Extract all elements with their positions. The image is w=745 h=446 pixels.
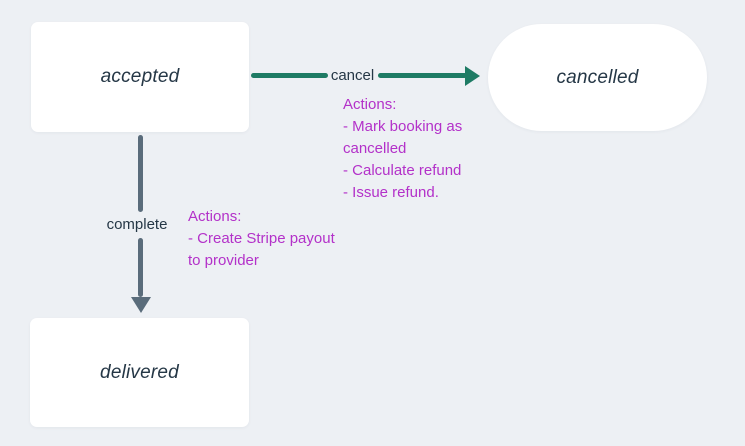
complete-action-line: - Create Stripe payout xyxy=(188,230,335,247)
state-node-delivered: delivered xyxy=(30,318,249,427)
cancel-action-line: cancelled xyxy=(343,140,407,157)
complete-actions-annotation: Actions: - Create Stripe payout to provi… xyxy=(188,206,335,272)
complete-transition-label: complete xyxy=(106,216,168,233)
arrowhead-right-icon xyxy=(465,66,480,86)
arrowhead-down-icon xyxy=(131,297,151,313)
cancel-actions-title: Actions: xyxy=(343,96,397,113)
cancel-action-line: - Issue refund. xyxy=(343,184,439,201)
state-label-delivered: delivered xyxy=(100,361,179,383)
complete-arrow-line-top xyxy=(138,135,143,212)
cancel-arrow-line-left xyxy=(251,73,328,78)
complete-actions-title: Actions: xyxy=(188,208,242,225)
complete-action-line: to provider xyxy=(188,252,259,269)
state-label-cancelled: cancelled xyxy=(556,66,639,88)
state-label-accepted: accepted xyxy=(100,66,180,87)
cancel-action-line: - Calculate refund xyxy=(343,162,462,179)
cancel-arrow-line-right xyxy=(378,73,467,78)
cancel-transition-label: cancel xyxy=(330,67,375,84)
cancel-actions-annotation: Actions: - Mark booking as cancelled - C… xyxy=(343,94,462,204)
state-node-accepted: accepted xyxy=(31,22,249,132)
cancel-action-line: - Mark booking as xyxy=(343,118,463,135)
state-node-cancelled: cancelled xyxy=(488,24,707,131)
complete-arrow-line-bottom xyxy=(138,238,143,297)
